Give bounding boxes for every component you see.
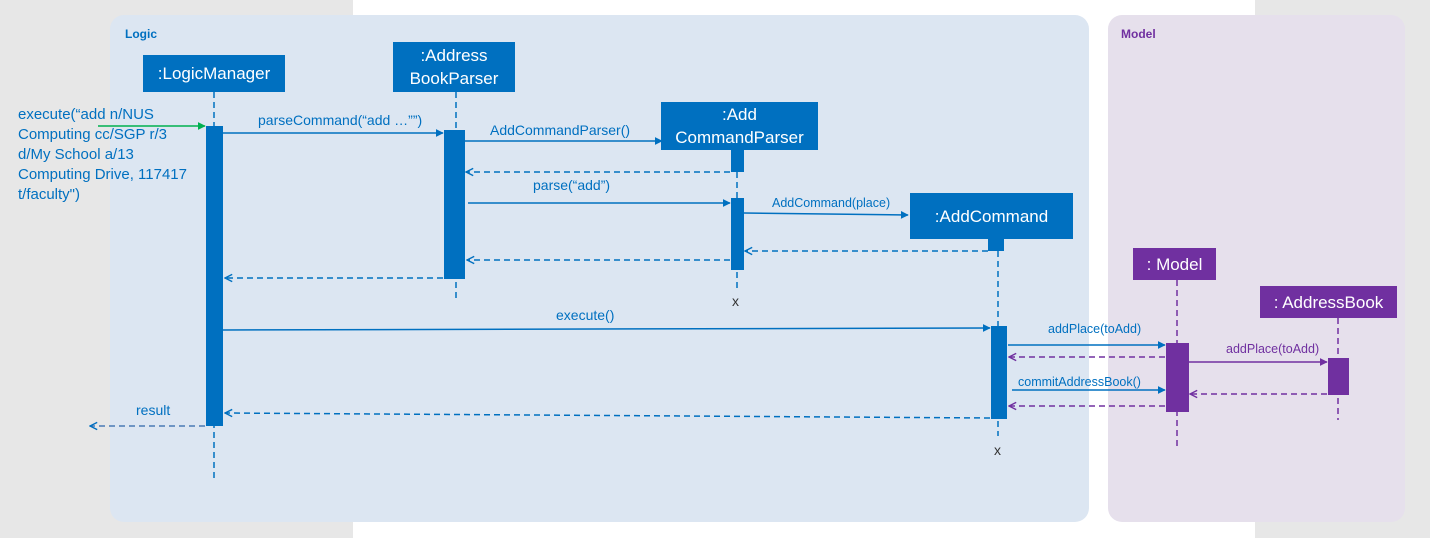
activation-add-command-parser-parse (731, 198, 744, 270)
destroy-mark-command: x (994, 442, 1001, 458)
result-label: result (136, 402, 171, 418)
participant-address-book: : AddressBook (1260, 286, 1397, 318)
participant-model: : Model (1133, 248, 1216, 280)
participant-address-book-parser: :Address BookParser (393, 42, 515, 92)
execute-input-label: execute(“add n/NUS Computing cc/SGP r/3 … (18, 106, 187, 203)
activation-add-command-create (988, 239, 1004, 251)
arrow-execute (222, 324, 991, 333)
execute-label: execute() (556, 307, 615, 323)
add-place-model-label: addPlace(toAdd) (1048, 322, 1142, 336)
add-place-book-label: addPlace(toAdd) (1226, 342, 1320, 356)
logic-frame: Logic (110, 15, 1089, 522)
participant-add-command-parser: :Add CommandParser (661, 102, 818, 150)
model-frame-label: Model (1121, 27, 1156, 41)
activation-address-book-parser (444, 130, 465, 279)
create-command-label: AddCommand(place) (772, 196, 891, 210)
parse-command-label: parseCommand(“add …””) (258, 112, 423, 128)
activation-address-book (1328, 358, 1349, 395)
activation-logic-manager (206, 126, 223, 426)
activation-add-command-execute (991, 326, 1007, 419)
activation-model (1166, 343, 1189, 412)
arrow-return-execute (225, 413, 991, 419)
logic-frame-label: Logic (125, 27, 157, 41)
commit-label: commitAddressBook() (1018, 375, 1141, 389)
participant-logic-manager: :LogicManager (143, 55, 285, 92)
create-parser-label: AddCommandParser() (490, 122, 631, 138)
parse-label: parse(“add”) (533, 177, 611, 193)
participant-add-command: :AddCommand (910, 193, 1073, 239)
arrow-create-command (743, 210, 909, 219)
activation-add-command-parser-create (731, 150, 744, 172)
destroy-mark-parser: x (732, 293, 739, 309)
